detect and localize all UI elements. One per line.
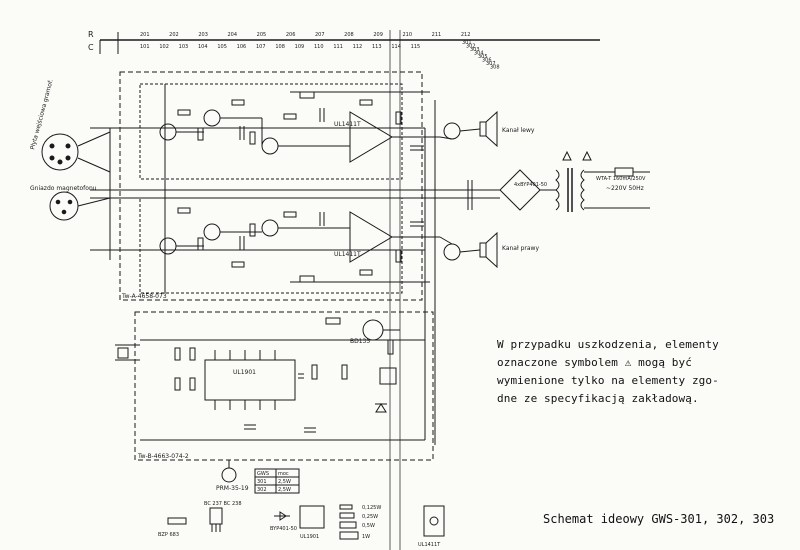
ruler-c-number: 102 — [159, 44, 169, 50]
power-table — [254, 468, 300, 494]
left-channel-label: Kanał lewy — [502, 127, 535, 134]
ruler-r-number: 207 — [315, 32, 325, 38]
ruler-c-number: 113 — [372, 44, 382, 50]
ruler-r-number: 212 — [461, 32, 471, 38]
amp-board-label: Tw-A-4658-073 — [121, 293, 167, 300]
note-line: wymienione tylko na elementy zgo- — [497, 374, 719, 387]
ruler-r-number: 304 — [474, 51, 484, 57]
left-speaker — [439, 110, 498, 148]
ruler-c-number: 115 — [411, 44, 421, 50]
control-board-outline — [134, 311, 434, 461]
ruler-r-number: 307 — [486, 61, 496, 67]
note-line: W przypadku uszkodzenia, elementy — [497, 338, 719, 351]
power-table-cell: 2,5W — [278, 487, 291, 493]
ruler-c-number: 105 — [217, 44, 227, 50]
resistor-rating: 0,5W — [362, 523, 375, 529]
power-table-cell: 302 — [257, 487, 267, 493]
ic-ul1901: UL1901 — [233, 369, 256, 376]
right-channel-circuit — [159, 207, 440, 283]
ruler-r-number: 203 — [198, 32, 208, 38]
ruler-c-number: 110 — [314, 44, 324, 50]
regulator-pinout-label: UL1901 — [300, 534, 319, 540]
amp-board-outline — [119, 71, 423, 301]
resistor-rating: 1W — [362, 534, 370, 540]
phono-input-label: Płyta wejściowa gramof. — [29, 79, 55, 151]
ruler-c-number: 109 — [295, 44, 305, 50]
bottom-pinouts — [167, 504, 445, 540]
ruler-c-number: 114 — [391, 44, 401, 50]
right-speaker — [439, 231, 498, 269]
ruler-r-number: 303 — [470, 47, 480, 53]
ruler-r-number: 302 — [466, 44, 476, 50]
tuner-din-socket — [49, 191, 111, 221]
ruler-r-number: 211 — [432, 32, 442, 38]
ruler-c-label: C — [88, 43, 94, 52]
resistor-rating: 0,25W — [362, 514, 378, 520]
component-ruler — [99, 32, 600, 54]
resistor-rating: 0,125W — [362, 505, 381, 511]
diode-pinout-label: BYP401-50 — [270, 526, 297, 532]
ruler-c-number: 107 — [256, 44, 266, 50]
control-board-label: Tw-B-4663-074-2 — [137, 453, 189, 460]
power-supply — [440, 150, 650, 212]
power-table-cell: 301 — [257, 479, 267, 485]
tuner-input-label: Gniazdo magnetofonu — [30, 185, 97, 192]
ruler-r-number: 305 — [478, 54, 488, 60]
mains-socket-label: PRM-35-19 — [216, 485, 249, 492]
ruler-c-number: 101 — [140, 44, 150, 50]
note-line: dne ze specyfikacją zakładową. — [497, 392, 699, 405]
ruler-r-number: 210 — [403, 32, 413, 38]
power-table-header-0: GWS — [257, 471, 269, 477]
ruler-r-number: 206 — [286, 32, 296, 38]
right-channel-label: Kanał prawy — [502, 245, 539, 252]
ruler-r-number: 204 — [228, 32, 238, 38]
warning-note: W przypadku uszkodzenia, elementy oznacz… — [497, 336, 767, 408]
rectifier-label: 4xBYP401-50 — [514, 182, 547, 188]
left-channel-circuit — [159, 91, 440, 163]
ruler-c-number: 108 — [275, 44, 285, 50]
ruler-r-number: 208 — [344, 32, 354, 38]
ic-ul1411t-bottom: UL1411T — [334, 251, 361, 258]
left-channel-block — [139, 83, 403, 180]
ic-ul1411t-top: UL1411T — [334, 121, 361, 128]
note-line: oznaczone symbolem ⚠ mogą być — [497, 356, 692, 369]
control-circuit — [115, 317, 425, 441]
mains-connector — [221, 467, 237, 483]
transistor-pinout-label: BC 237 BC 238 — [204, 501, 242, 507]
phono-din-socket — [41, 131, 111, 173]
mains-label: ~220V 50Hz — [606, 185, 644, 192]
ic-pinout-label: UL1411T — [418, 542, 441, 548]
ruler-r-number: 209 — [373, 32, 383, 38]
regulator-transistor-label: BD135 — [350, 338, 370, 345]
ruler-r-number: 308 — [490, 65, 500, 71]
ruler-c-number: 112 — [353, 44, 363, 50]
ruler-r-number: 306 — [482, 58, 492, 64]
ruler-r-label: R — [88, 30, 94, 39]
ruler-c-number: 104 — [198, 44, 208, 50]
zener-pinout-label: BZP 683 — [158, 532, 179, 538]
schematic-caption: Schemat ideowy GWS-301, 302, 303 — [543, 512, 775, 526]
ruler-c-number: 106 — [237, 44, 247, 50]
power-table-header-1: moc — [278, 471, 289, 477]
ruler-r-number: 202 — [169, 32, 179, 38]
fuse-label: WTA-T 160mA/250V — [596, 176, 646, 182]
power-table-cell: 2,5W — [278, 479, 291, 485]
ruler-r-number: 201 — [140, 32, 150, 38]
ruler-c-number: 111 — [333, 44, 343, 50]
ruler-c-number: 103 — [179, 44, 189, 50]
ruler-r-number: 301 — [462, 40, 472, 46]
ruler-r-number: 205 — [257, 32, 267, 38]
